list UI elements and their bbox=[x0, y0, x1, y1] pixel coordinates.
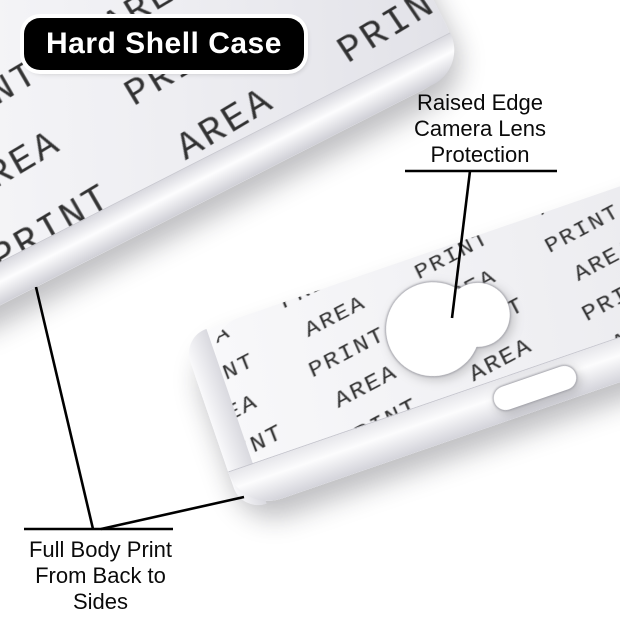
hard-shell-case-badge: Hard Shell Case bbox=[24, 18, 304, 70]
camera-note-line-3: Protection bbox=[430, 142, 530, 167]
camera-note-line-1: Raised Edge bbox=[417, 90, 543, 115]
camera-note-line-2: Camera Lens bbox=[413, 116, 547, 141]
body-note-line-2: From Back to bbox=[35, 563, 166, 588]
body-note-line-1: Full Body Print bbox=[28, 537, 173, 562]
full-body-print-note: Full Body Print From Back to Sides bbox=[8, 537, 193, 615]
body-pointer-line-left bbox=[34, 286, 95, 530]
body-note-line-3: Sides bbox=[72, 589, 129, 614]
body-pointer-line-right bbox=[100, 495, 245, 531]
camera-pointer-line bbox=[450, 170, 472, 319]
camera-protection-note: Raised Edge Camera Lens Protection bbox=[385, 90, 575, 168]
